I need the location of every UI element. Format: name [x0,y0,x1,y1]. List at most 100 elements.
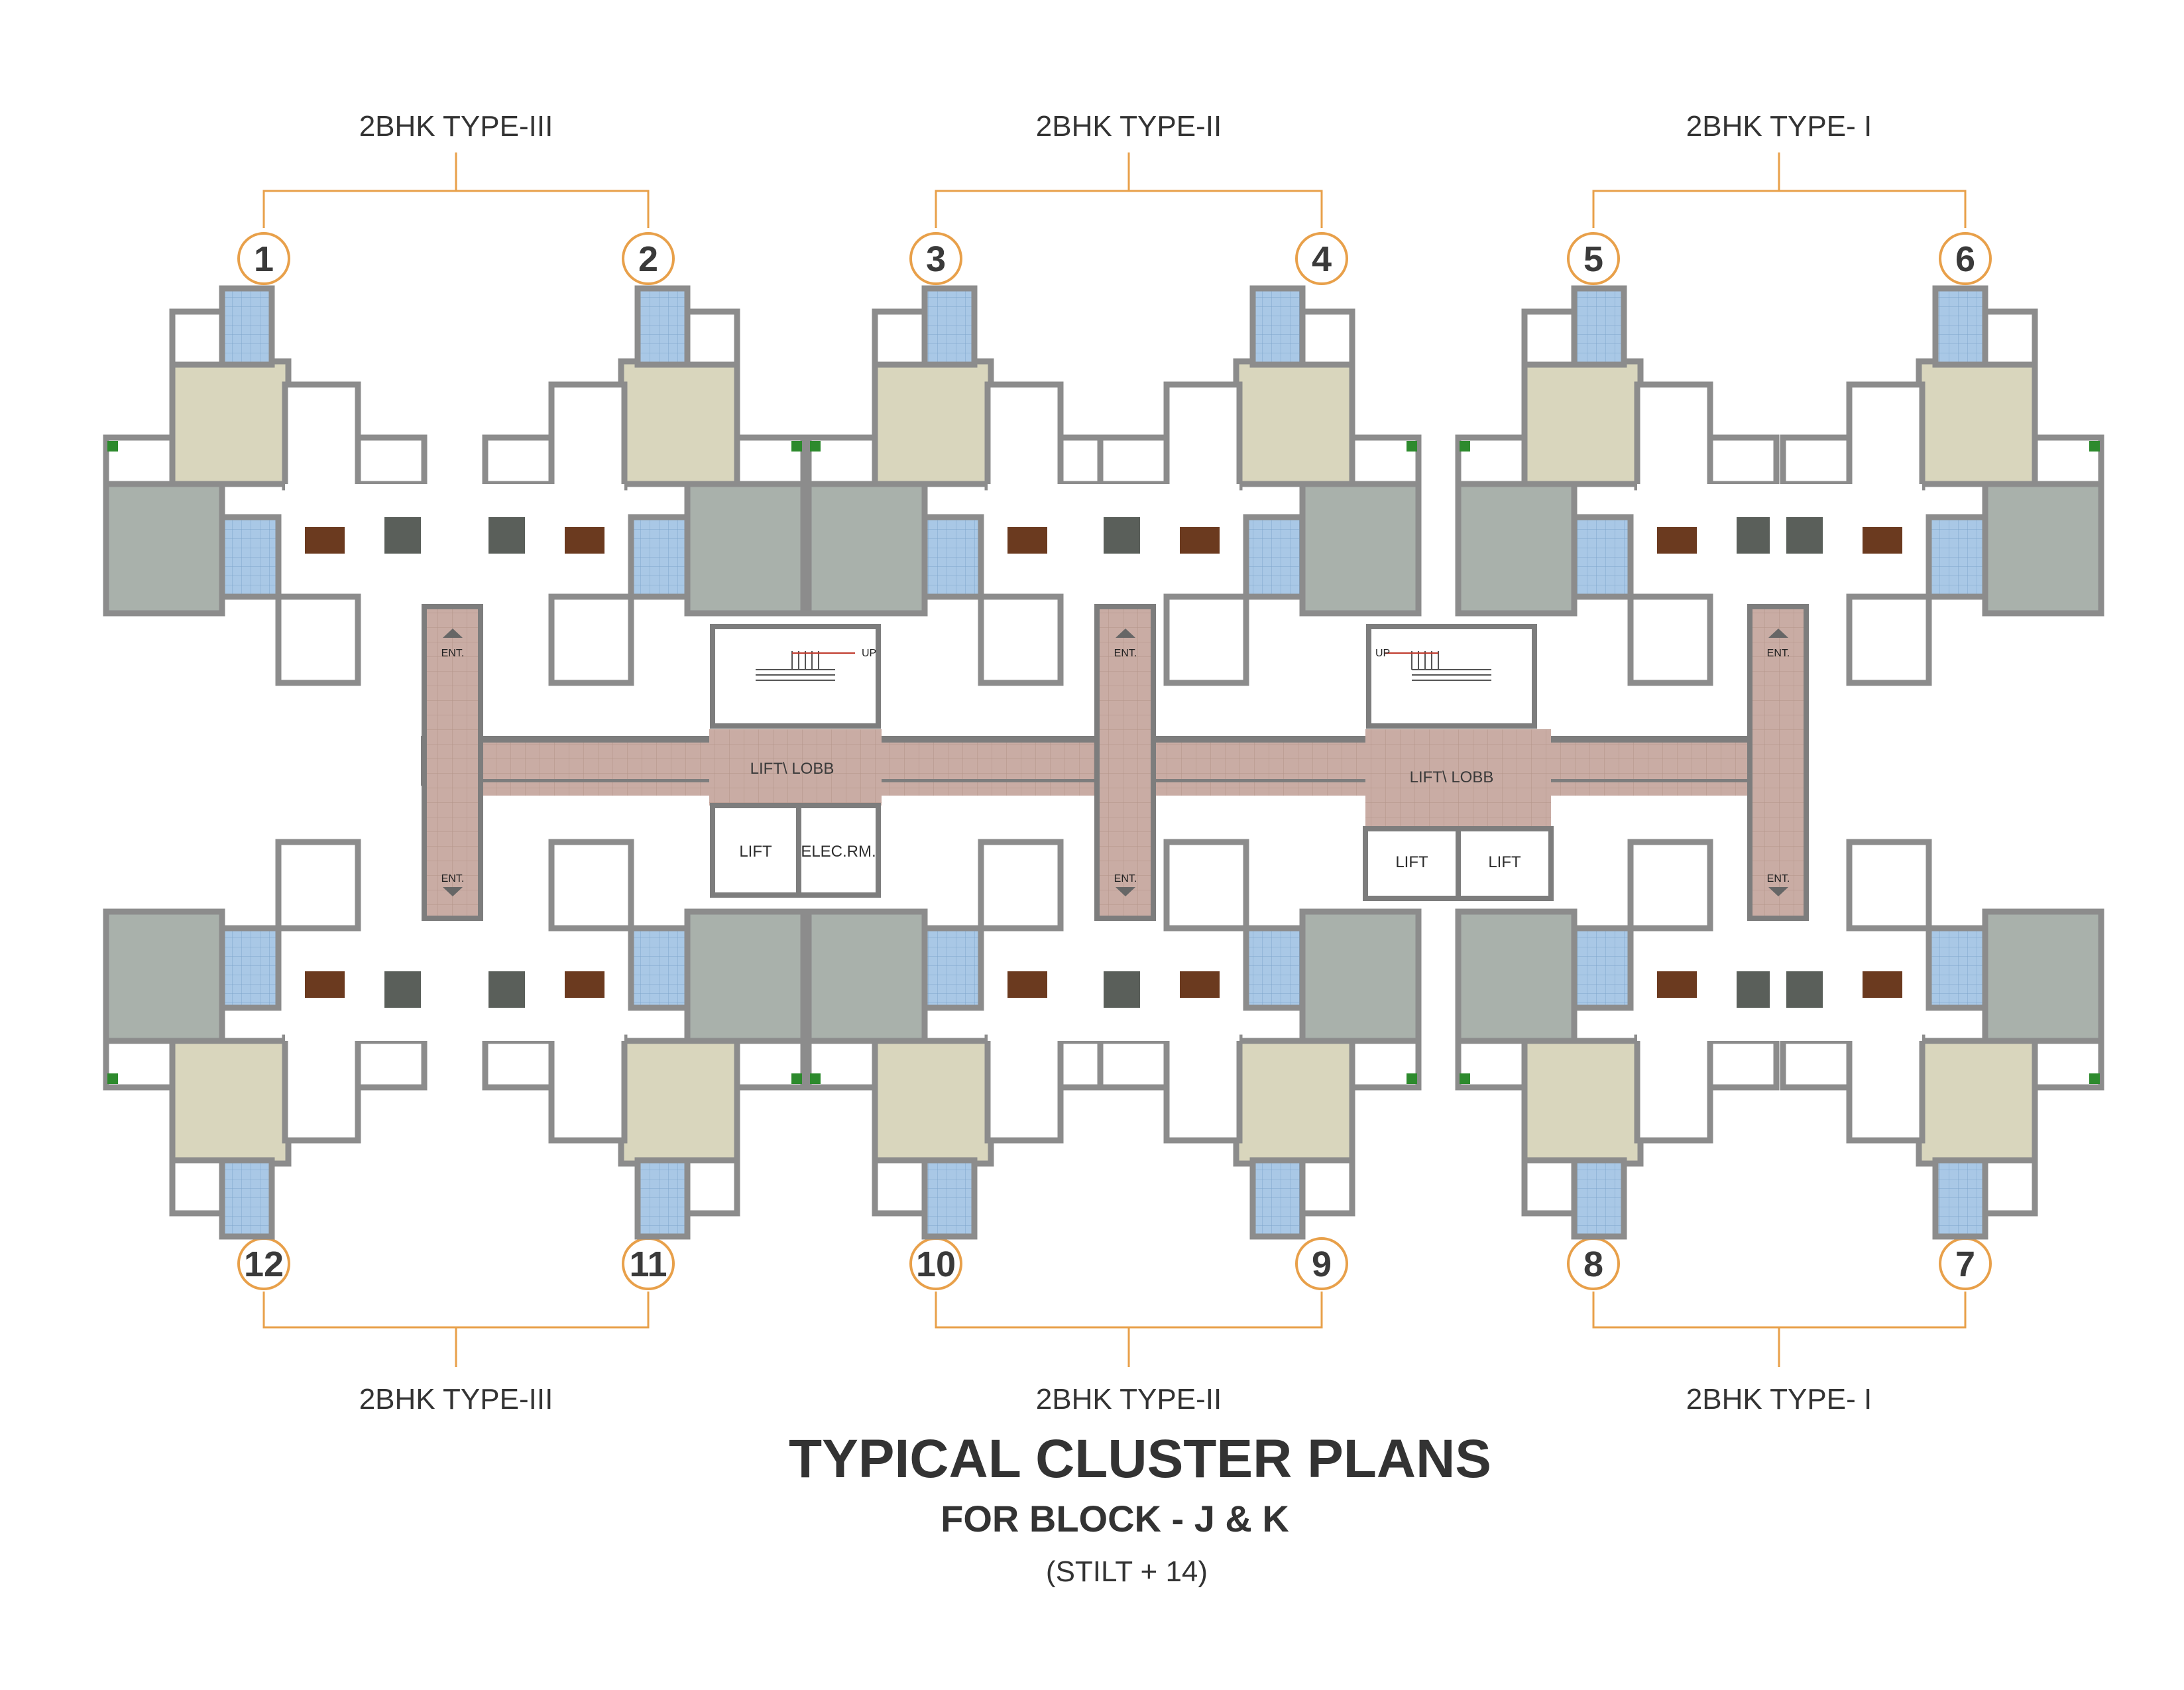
entry-labels: ENT. ENT. ENT. ENT. ENT. ENT. [441,648,1790,884]
unit-number: 10 [916,1244,956,1284]
balcony [872,1157,928,1217]
toilet [921,925,984,1011]
kitchen [1163,1034,1243,1144]
balcony [355,1038,428,1091]
master-bedroom [1916,1038,2038,1167]
planter [1407,1073,1417,1084]
bedroom-2 [103,477,225,617]
entry-label: ENT. [1767,873,1790,884]
apartment-units [103,285,2104,1240]
toilet [1249,285,1306,368]
core-labels: LIFT\ LOBB LIFT\ LOBB LIFT ELEC.RM. LIFT… [739,648,1521,871]
dining-table [565,527,604,554]
unit-number: 7 [1955,1244,1975,1284]
type-label: 2BHK TYPE-II [1036,1383,1222,1416]
type-label: 2BHK TYPE-II [1036,110,1222,143]
balcony [684,1157,740,1217]
balcony [1707,1038,1780,1091]
toilet [628,925,691,1011]
balcony [1299,1157,1355,1217]
stair-up-label: UP [1375,648,1390,659]
toilet [1925,925,1988,1011]
lift-label: LIFT [1488,853,1521,871]
toilet [921,285,978,368]
apartment-unit [805,285,1140,686]
master-bedroom [169,358,292,487]
balcony [169,1157,225,1217]
lift-label: LIFT [739,843,772,861]
study [1846,839,1932,932]
toilet [628,514,691,600]
study [275,839,361,932]
bedroom-2 [1299,908,1422,1048]
apartment-unit [1770,839,2104,1240]
study [1627,839,1713,932]
sofa-rug [384,971,421,1008]
entry-label: ENT. [1114,648,1137,659]
toilet [219,285,275,368]
kitchen [1634,1034,1713,1144]
sofa-rug [384,517,421,554]
planter [791,441,802,452]
toilet [1925,514,1988,600]
kitchen [1846,1034,1925,1144]
bedroom-2 [1299,477,1422,617]
apartment-unit [103,285,437,686]
lift-label: LIFT [1395,853,1428,871]
leader-lines [262,152,1967,1367]
unit-numbers: 1 2 3 4 5 6 12 11 10 9 8 7 [244,239,1975,1284]
entry-label: ENT. [441,648,465,659]
master-bedroom [1916,358,2038,487]
study [1163,839,1249,932]
dining-table [565,971,604,998]
apartment-unit [805,839,1140,1240]
planter [2089,1073,2100,1084]
balcony [482,1038,555,1091]
toilet [1243,925,1306,1011]
bedroom-2 [684,908,807,1048]
bedroom-2 [805,908,928,1048]
plan-note: (STILT + 14) [1046,1555,1208,1588]
balcony [169,308,225,368]
unit-markers-top [237,232,1992,285]
toilet [1243,514,1306,600]
bedroom-2 [1982,908,2104,1048]
master-bedroom [872,358,994,487]
master-bedroom [618,1038,740,1167]
study [978,839,1064,932]
toilet [921,1157,978,1240]
unit-number: 9 [1312,1244,1332,1284]
toilet [219,514,282,600]
study [548,839,634,932]
balcony [1780,434,1853,487]
dining-table [1007,971,1047,998]
unit-number: 11 [629,1244,667,1284]
entry-label: ENT. [1767,648,1790,659]
type-label: 2BHK TYPE-III [359,1383,553,1416]
sofa-rug [1786,517,1823,554]
balcony [355,434,428,487]
master-bedroom [872,1038,994,1167]
balcony [1349,434,1422,487]
unit-number: 2 [638,239,658,279]
toilet [1571,514,1634,600]
toilet [634,285,691,368]
study [1627,593,1713,686]
stair-up-label: UP [862,648,876,659]
kitchen [1163,381,1243,491]
master-bedroom [1233,358,1355,487]
planter [2089,441,2100,452]
toilet [1932,285,1988,368]
type-label: 2BHK TYPE- I [1686,1383,1872,1416]
balcony [1299,308,1355,368]
toilet [219,1157,275,1240]
apartment-unit [1770,285,2104,686]
toilet [219,925,282,1011]
sofa-rug [1104,971,1140,1008]
dining-table [1863,971,1902,998]
apartment-unit [1455,285,1790,686]
bedroom-2 [1455,908,1578,1048]
type-labels-bottom: 2BHK TYPE-III 2BHK TYPE-II 2BHK TYPE- I [359,1383,1872,1416]
apartment-unit [1087,839,1422,1240]
